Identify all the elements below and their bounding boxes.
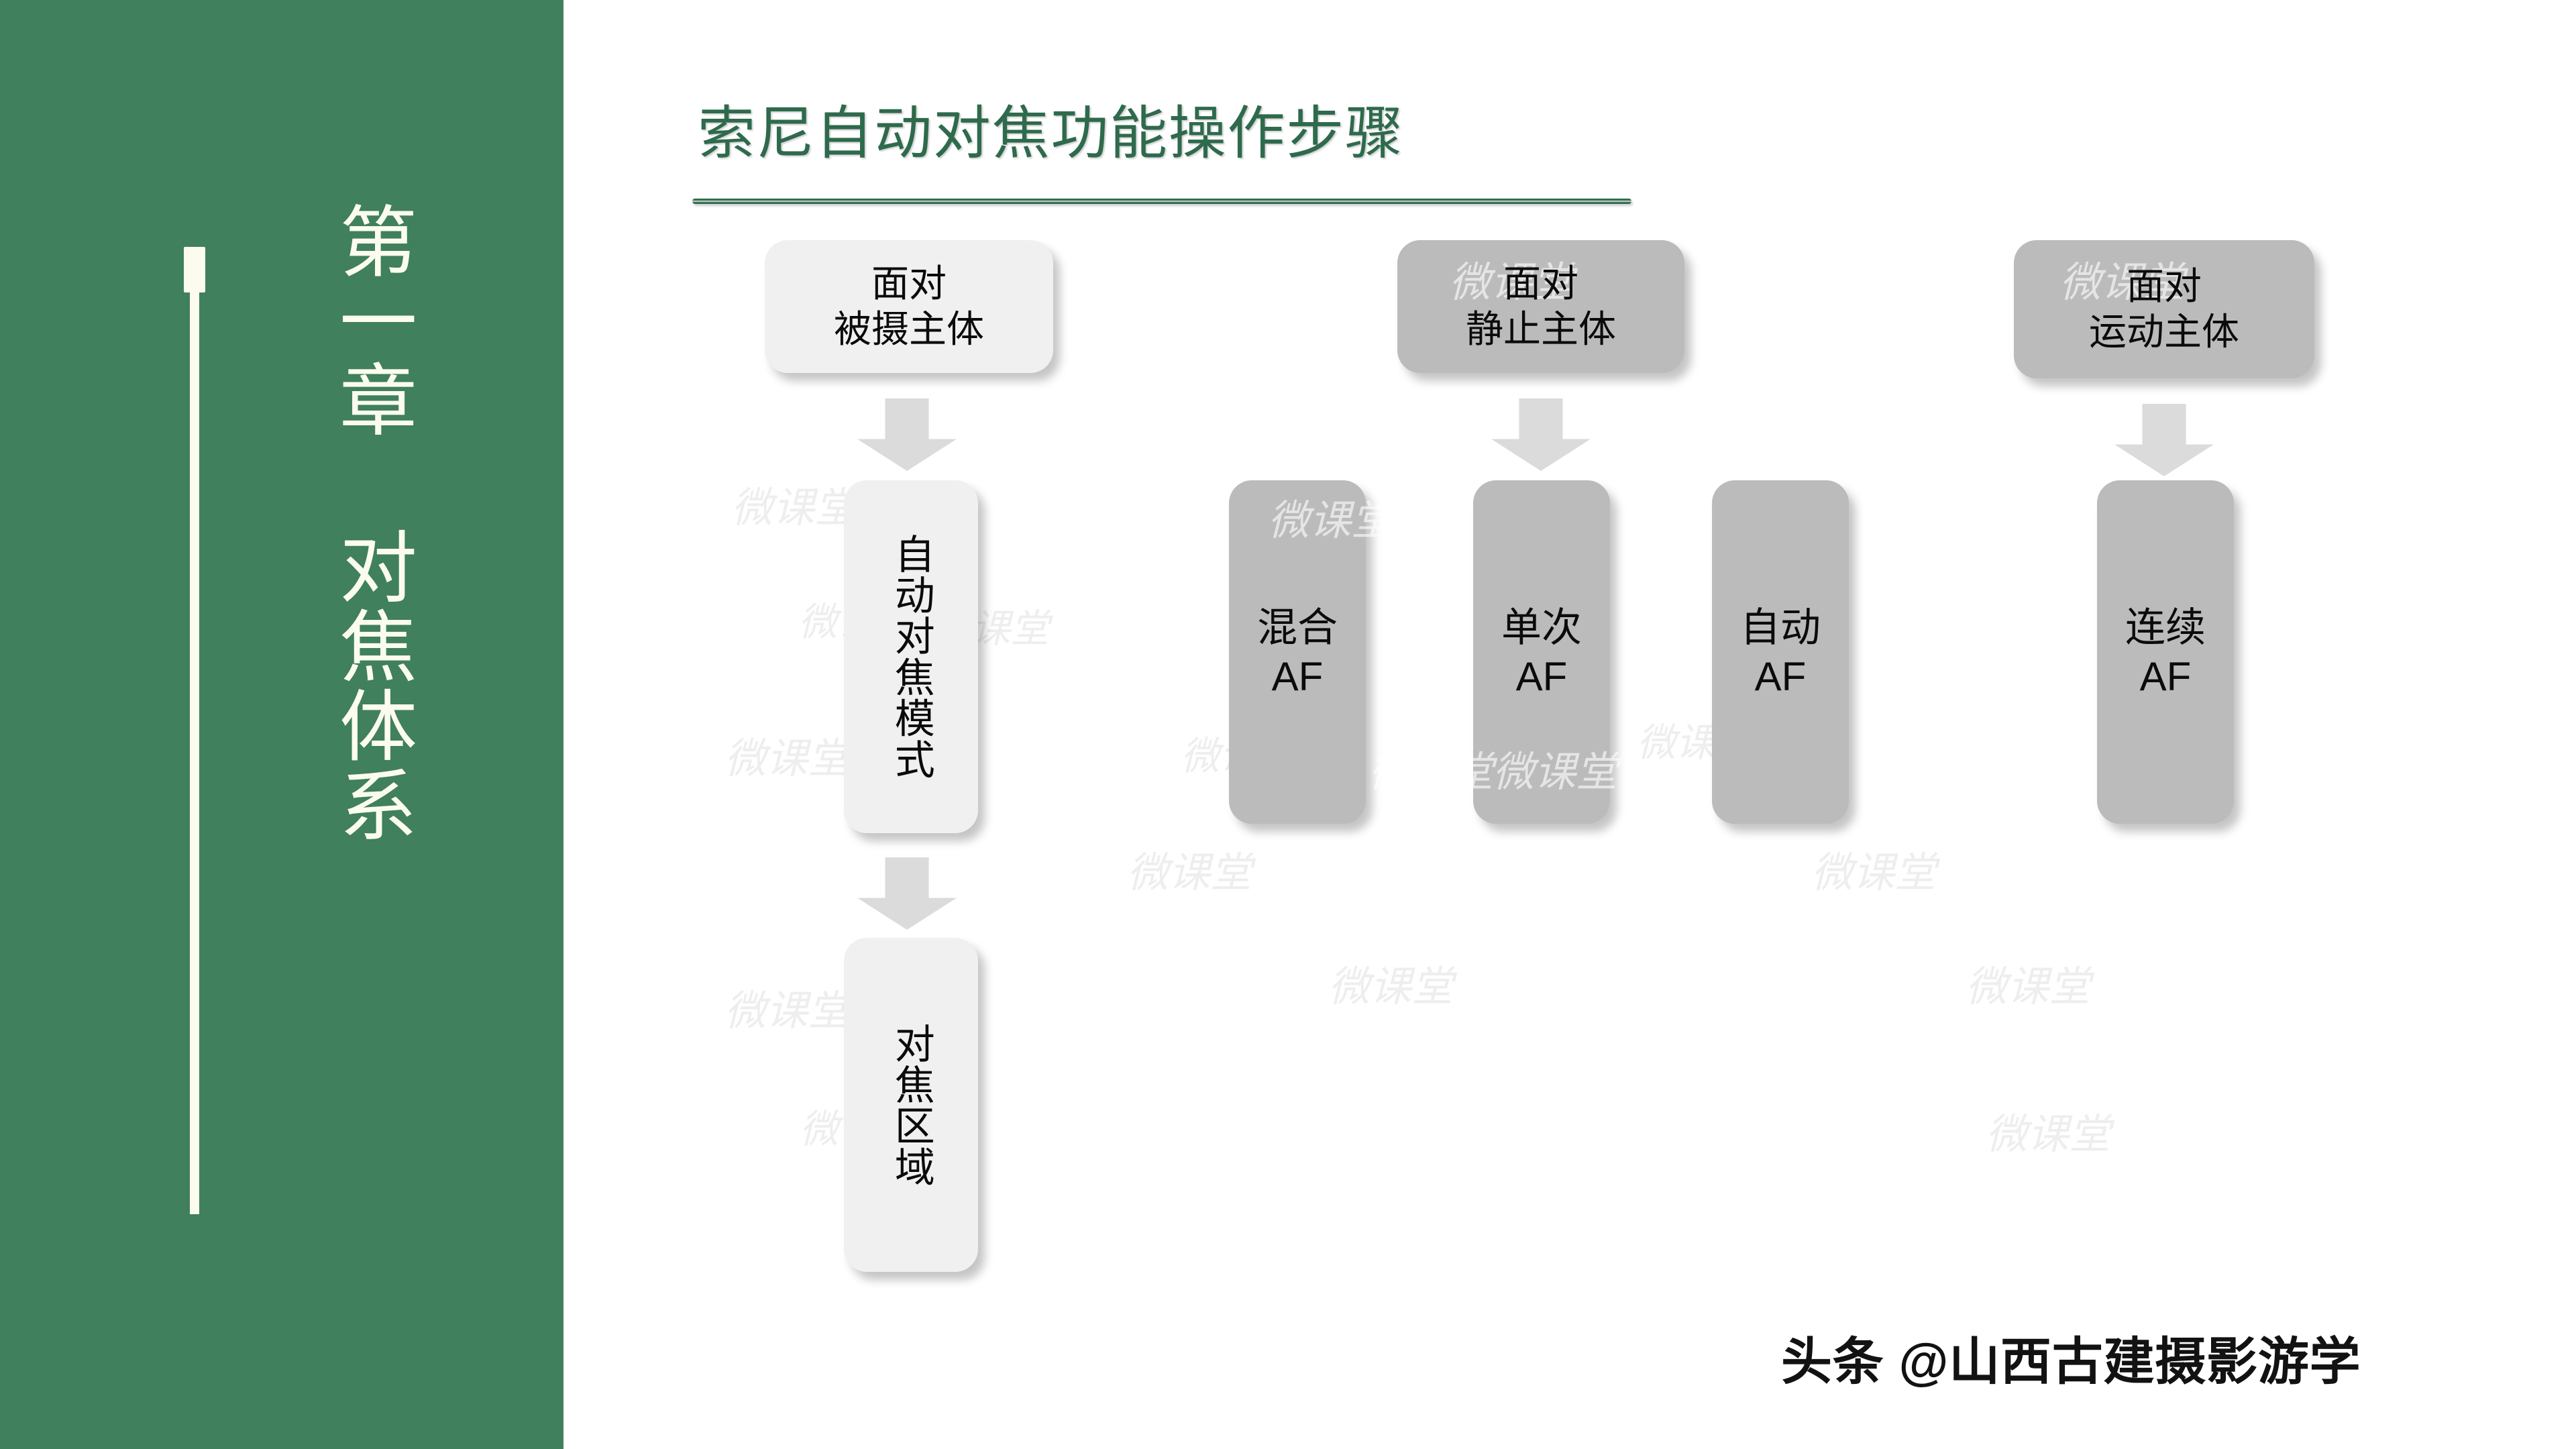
chapter-rule-line-icon: [190, 282, 199, 1214]
flow-node-af-mode[interactable]: 自动对焦模式: [844, 480, 978, 833]
chapter-title: 第一章 对焦体系: [327, 201, 413, 845]
flow-node-auto-af-label: 自动 AF: [1740, 604, 1821, 699]
flow-node-single-af-label: 单次 AF: [1501, 604, 1582, 699]
flow-node-hybrid-af-label: 混合 AF: [1257, 604, 1338, 699]
watermark-text: 微课堂: [1945, 495, 2071, 541]
flow-node-af-mode-label: 自动对焦模式: [889, 533, 934, 780]
watermark-text: 微课堂: [1966, 965, 2091, 1010]
flow-node-continuous-af-label: 连续 AF: [2125, 604, 2206, 699]
watermark-text: 微课堂: [724, 737, 850, 782]
flow-arrow-motion: [2114, 404, 2214, 476]
flow-header-subject-label: 面对 被摄主体: [834, 262, 984, 350]
flow-header-motion-label: 面对 运动主体: [2089, 264, 2239, 353]
flow-node-af-area[interactable]: 对焦区域: [844, 938, 978, 1272]
flow-node-hybrid-af[interactable]: 混合 AF: [1229, 480, 1366, 824]
flow-arrow-subject-1: [857, 398, 957, 471]
flow-arrow-subject-2: [857, 857, 957, 930]
flow-node-single-af[interactable]: 单次 AF: [1473, 480, 1610, 824]
title-underline-divider: [692, 199, 1631, 204]
watermark-text: 微课堂: [724, 989, 850, 1034]
flow-header-static-label: 面对 静止主体: [1466, 262, 1616, 350]
flow-header-subject[interactable]: 面对 被摄主体: [765, 240, 1053, 373]
page-title: 索尼自动对焦功能操作步骤: [698, 101, 1404, 166]
watermark-text: 微课堂: [1986, 1112, 2111, 1158]
watermark-text: 微课堂: [1811, 851, 1937, 896]
flow-arrow-static: [1491, 398, 1591, 471]
footer-branding: 头条 @山西古建摄影游学: [1781, 1334, 2361, 1391]
watermark-text: 微课堂: [731, 486, 857, 531]
flow-node-auto-af[interactable]: 自动 AF: [1712, 480, 1849, 824]
watermark-text: 微课堂: [1127, 851, 1252, 896]
flow-node-af-area-label: 对焦区域: [889, 1022, 934, 1187]
chapter-sidebar: 第一章 对焦体系: [0, 0, 564, 1449]
watermark-text: 微课堂: [1328, 965, 1454, 1010]
flow-header-motion[interactable]: 面对 运动主体: [2014, 240, 2314, 378]
flow-header-static[interactable]: 面对 静止主体: [1397, 240, 1684, 373]
flow-node-continuous-af[interactable]: 连续 AF: [2097, 480, 2234, 824]
